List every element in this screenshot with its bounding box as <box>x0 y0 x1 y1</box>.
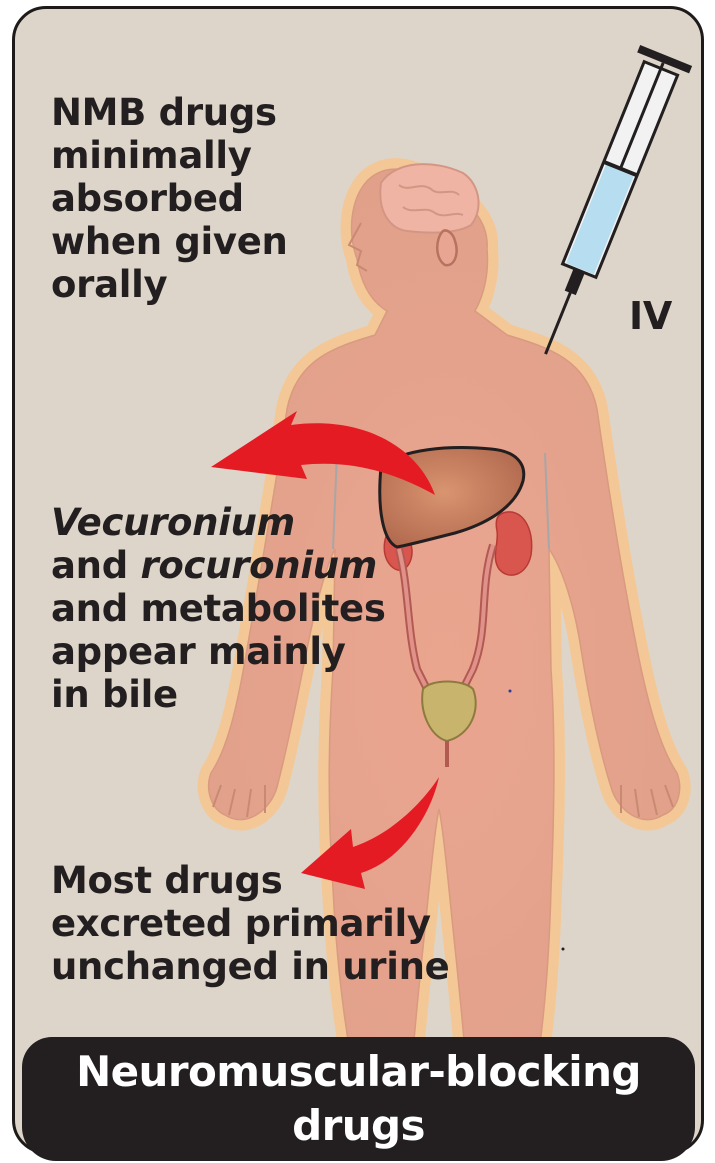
label-bile-excretion: Vecuronium and rocuronium and metabolite… <box>51 501 386 716</box>
kidney-left <box>495 512 531 575</box>
label-iv: IV <box>629 295 672 338</box>
drug-name-rocuronium: rocuronium <box>140 544 377 587</box>
text-line: excreted primarily <box>51 902 449 945</box>
text-line: unchanged in urine <box>51 945 449 988</box>
text-line: minimally <box>51 134 288 177</box>
title-line-1: Neuromuscular-blocking <box>22 1045 695 1099</box>
label-oral-absorption: NMB drugs minimally absorbed when given … <box>51 91 288 306</box>
text-line: and metabolites <box>51 587 386 630</box>
text-line: appear mainly <box>51 630 386 673</box>
text-line: in bile <box>51 673 386 716</box>
text-line: NMB drugs <box>51 91 288 134</box>
text-line: absorbed <box>51 177 288 220</box>
brain <box>380 164 478 233</box>
text-line: Most drugs <box>51 859 449 902</box>
text-fragment: and <box>51 544 140 587</box>
diagram-card: NMB drugs minimally absorbed when given … <box>12 6 704 1154</box>
text-line: when given <box>51 220 288 263</box>
ear <box>437 230 456 265</box>
text-line: orally <box>51 263 288 306</box>
label-urine-excretion: Most drugs excreted primarily unchanged … <box>51 859 449 988</box>
title-line-2: drugs <box>22 1099 695 1153</box>
title-banner: Neuromuscular-blocking drugs <box>22 1037 695 1161</box>
drug-name-vecuronium: Vecuronium <box>51 501 295 544</box>
